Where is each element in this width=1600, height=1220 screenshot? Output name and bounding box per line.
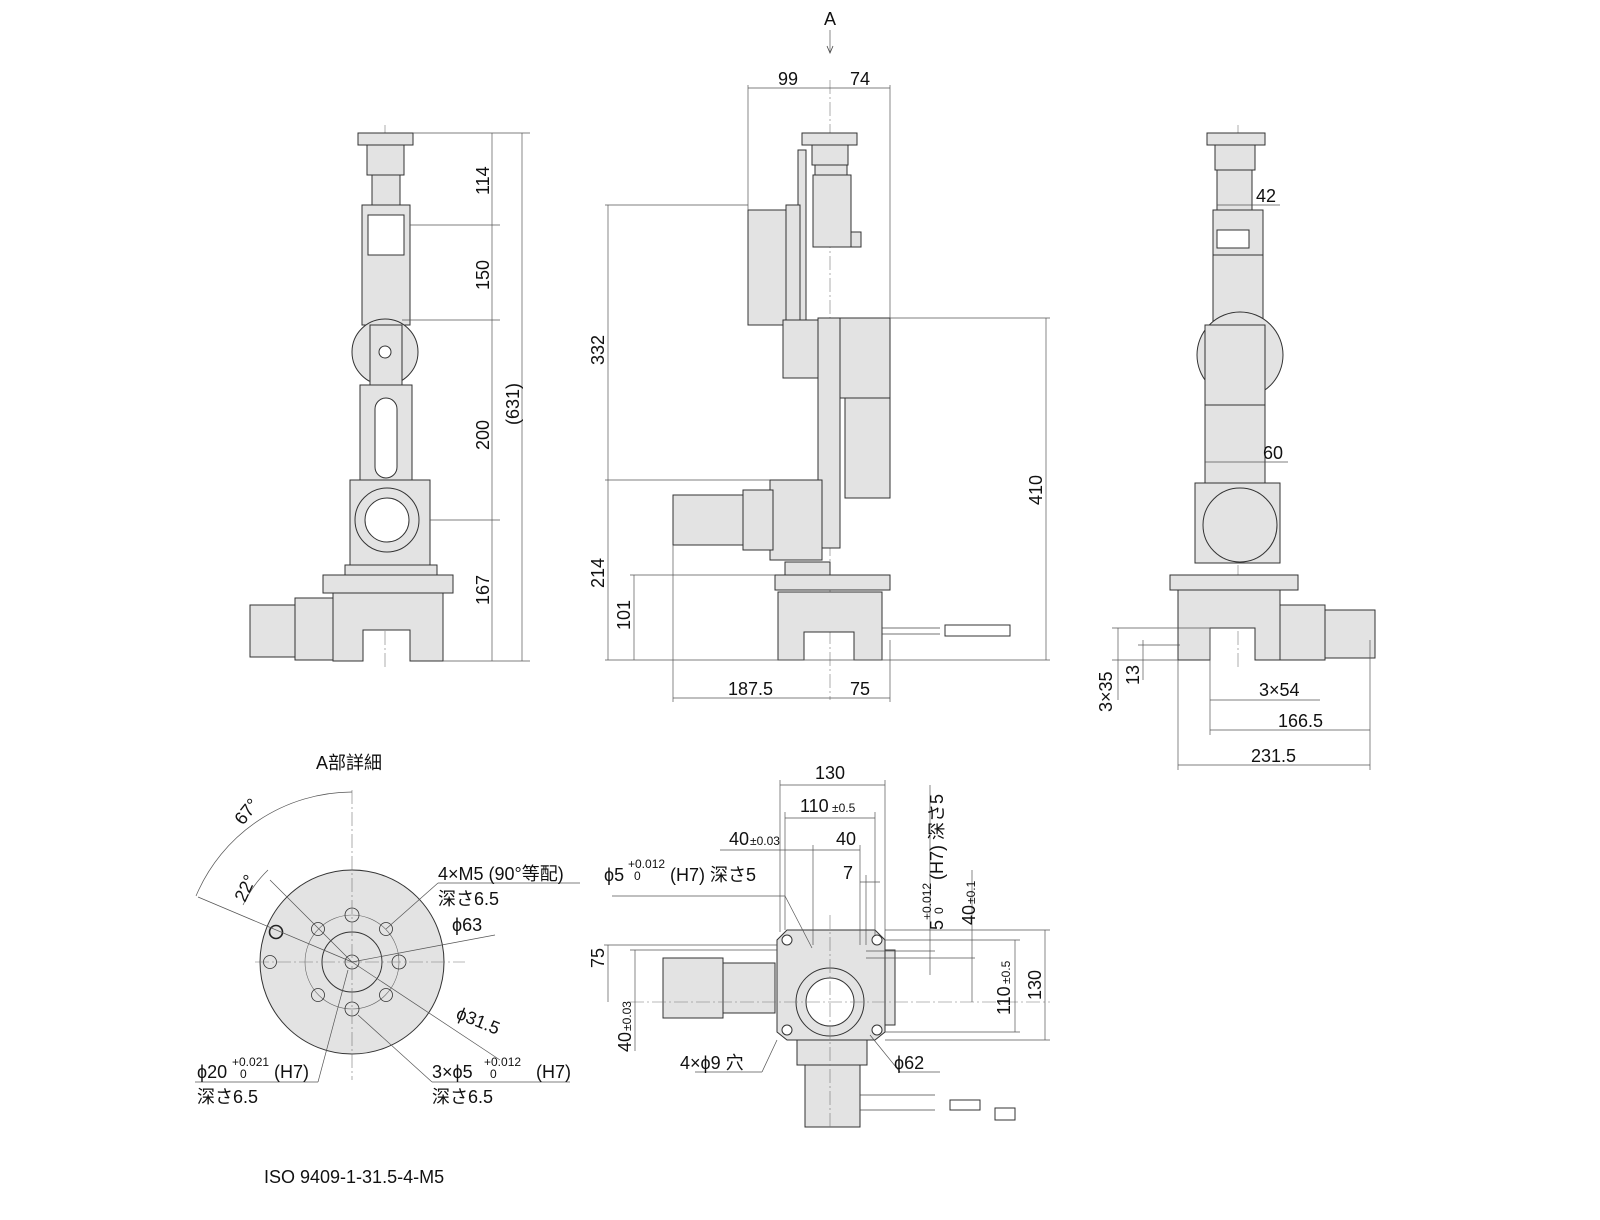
slot-tol-lower: 0 bbox=[932, 907, 946, 914]
dim-60: 60 bbox=[1263, 443, 1283, 463]
dim-40-right: 40 bbox=[836, 829, 856, 849]
m5-depth: 深さ6.5 bbox=[438, 889, 499, 909]
dim-110: 110 ±0.5 bbox=[800, 796, 856, 816]
detail-a-title: A部詳細 bbox=[316, 753, 382, 773]
dim-150: 150 bbox=[473, 260, 493, 290]
dim-40a-tol: ±0.03 bbox=[750, 834, 780, 848]
pin-main: 3×ϕ5 bbox=[432, 1062, 473, 1082]
dim-99: 99 bbox=[778, 69, 798, 89]
pin-tol-upper: +0.012 bbox=[484, 1055, 521, 1069]
dim-110-tol: ±0.5 bbox=[832, 801, 856, 815]
dim-74: 74 bbox=[850, 69, 870, 89]
pin-depth: 深さ6.5 bbox=[432, 1087, 493, 1107]
dim-40-vertical: 40 ±0.1 bbox=[959, 880, 979, 925]
pin-hole-callout: 3×ϕ5 +0.012 0 (H7) 深さ6.5 bbox=[432, 1055, 571, 1107]
pin-main-top: ϕ5 bbox=[604, 865, 624, 885]
dim-167: 167 bbox=[473, 575, 493, 605]
rear-view: 42 60 3×35 13 3×54 166.5 231.5 bbox=[1096, 125, 1376, 770]
iso-standard: ISO 9409-1-31.5-4-M5 bbox=[264, 1167, 444, 1187]
dim-110v-main: 110 bbox=[994, 986, 1014, 1015]
dim-214: 214 bbox=[588, 558, 608, 588]
pin-tol-lower: 0 bbox=[490, 1067, 497, 1081]
dim-40v-tol: ±0.1 bbox=[964, 880, 978, 904]
angle-67: 67° bbox=[230, 795, 263, 829]
dim-410: 410 bbox=[1026, 475, 1046, 505]
pin-hole-callout-top: ϕ5 +0.012 0 (H7) 深さ5 bbox=[604, 857, 756, 885]
dim-42: 42 bbox=[1256, 186, 1276, 206]
pin-rest-top: (H7) 深さ5 bbox=[670, 865, 756, 885]
dim-101: 101 bbox=[614, 600, 634, 630]
dim-110-main: 110 bbox=[800, 796, 829, 816]
dim-631: (631) bbox=[503, 383, 523, 425]
pin-tol-lower-top: 0 bbox=[634, 869, 641, 883]
top-view: 130 110 ±0.5 40 ±0.03 40 7 ϕ5 +0.012 0 (… bbox=[588, 763, 1050, 1130]
dim-110-vertical: 110 ±0.5 bbox=[994, 960, 1014, 1015]
phi20-fit: (H7) bbox=[274, 1062, 309, 1082]
dim-40-left-vertical: 40 ±0.03 bbox=[615, 1001, 635, 1052]
dim-130: 130 bbox=[815, 763, 845, 783]
dim-40a-main: 40 bbox=[729, 829, 749, 849]
dim-187-5: 187.5 bbox=[728, 679, 773, 699]
dim-40l-main: 40 bbox=[615, 1032, 635, 1052]
phi63-label: ϕ63 bbox=[452, 915, 482, 935]
dim-166-5: 166.5 bbox=[1278, 711, 1323, 731]
phi31-5-label: ϕ31.5 bbox=[454, 1003, 503, 1038]
dim-110v-tol: ±0.5 bbox=[999, 960, 1013, 984]
view-marker-label: A bbox=[824, 9, 836, 29]
slot-rest: (H7) 深さ5 bbox=[927, 794, 947, 880]
phi20-tol-upper: +0.021 bbox=[232, 1055, 269, 1069]
dim-3x54: 3×54 bbox=[1259, 680, 1300, 700]
phi20-main: ϕ20 bbox=[197, 1062, 227, 1082]
side-view: 99 74 332 214 101 410 187.5 75 bbox=[588, 69, 1050, 702]
dim-200: 200 bbox=[473, 420, 493, 450]
pin-fit: (H7) bbox=[536, 1062, 571, 1082]
slot-tol-upper: +0.012 bbox=[920, 883, 934, 920]
dim-231-5: 231.5 bbox=[1251, 746, 1296, 766]
view-marker-a: A bbox=[824, 9, 836, 55]
m5-label: 4×M5 (90°等配) bbox=[438, 864, 564, 884]
dim-7: 7 bbox=[843, 863, 853, 883]
dim-13: 13 bbox=[1123, 665, 1143, 685]
pin-tol-upper-top: +0.012 bbox=[628, 857, 665, 871]
dim-114: 114 bbox=[473, 166, 493, 195]
angle-22: 22° bbox=[230, 872, 260, 905]
dim-40l-tol: ±0.03 bbox=[620, 1001, 634, 1031]
holes-label: 4×ϕ9 穴 bbox=[680, 1053, 744, 1073]
dim-130-vertical: 130 bbox=[1025, 970, 1045, 1000]
dim-40-left: 40 ±0.03 bbox=[729, 829, 780, 849]
dim-3x35: 3×35 bbox=[1096, 671, 1116, 712]
dim-75-top: 75 bbox=[588, 948, 608, 968]
dim-75: 75 bbox=[850, 679, 870, 699]
slot-main: 5 bbox=[927, 920, 947, 930]
dim-332: 332 bbox=[588, 335, 608, 365]
phi20-tol-lower: 0 bbox=[240, 1067, 247, 1081]
phi62-label: ϕ62 bbox=[894, 1053, 924, 1073]
slot-callout: 5 +0.012 0 (H7) 深さ5 bbox=[920, 794, 947, 930]
phi20-callout: ϕ20 +0.021 0 (H7) 深さ6.5 bbox=[197, 1055, 309, 1107]
detail-a-view: A部詳細 67° 22° 4×M5 (90°等配) 深さ6.5 ϕ63 bbox=[195, 753, 580, 1187]
phi20-depth: 深さ6.5 bbox=[197, 1087, 258, 1107]
dim-40v-main: 40 bbox=[959, 905, 979, 925]
front-view: 114 150 200 (631) 167 bbox=[249, 125, 530, 670]
